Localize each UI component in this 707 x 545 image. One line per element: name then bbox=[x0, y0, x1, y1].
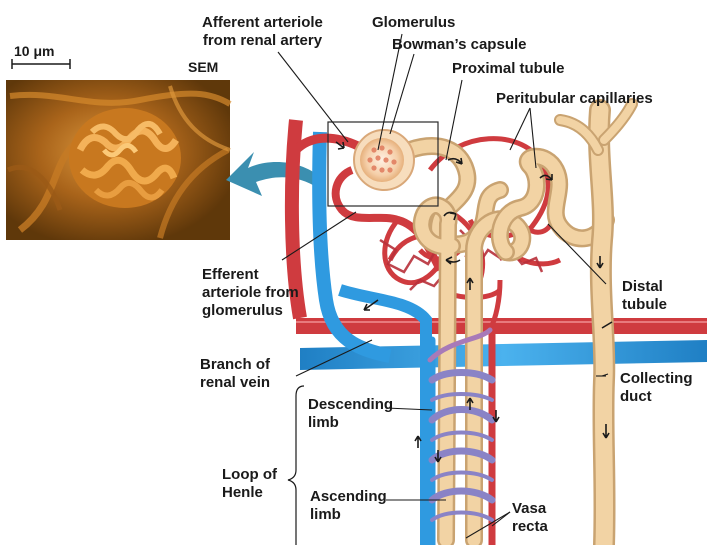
label-ascending-limb: Ascending limb bbox=[310, 488, 387, 524]
scale-bar-label: 10 μm bbox=[14, 42, 54, 60]
label-efferent-arteriole: Efferent arteriole from glomerulus bbox=[202, 266, 299, 320]
label-branch-renal-vein: Branch of renal vein bbox=[200, 356, 270, 392]
label-glomerulus: Glomerulus bbox=[372, 14, 455, 32]
label-loop-of-henle: Loop of Henle bbox=[222, 466, 277, 502]
loop-of-henle-bracket bbox=[288, 386, 304, 545]
label-bowmans-capsule: Bowman’s capsule bbox=[392, 36, 527, 54]
label-descending-limb: Descending limb bbox=[308, 396, 393, 432]
label-afferent-arteriole: Afferent arteriole from renal artery bbox=[202, 14, 323, 50]
label-peritubular-capillaries: Peritubular capillaries bbox=[496, 90, 653, 108]
sem-label: SEM bbox=[188, 58, 218, 76]
label-vasa-recta: Vasa recta bbox=[512, 500, 548, 536]
sem-micrograph bbox=[6, 80, 230, 240]
label-proximal-tubule: Proximal tubule bbox=[452, 60, 565, 78]
label-collecting-duct: Collecting duct bbox=[620, 370, 693, 406]
sem-glomerulus bbox=[69, 108, 181, 208]
label-distal-tubule: Distal tubule bbox=[622, 278, 667, 314]
afferent-arteriole bbox=[296, 138, 358, 150]
scale-bar bbox=[12, 59, 70, 69]
glomerulus bbox=[354, 130, 414, 190]
magnification-arrow bbox=[226, 152, 322, 196]
renal-artery-band bbox=[296, 318, 707, 334]
